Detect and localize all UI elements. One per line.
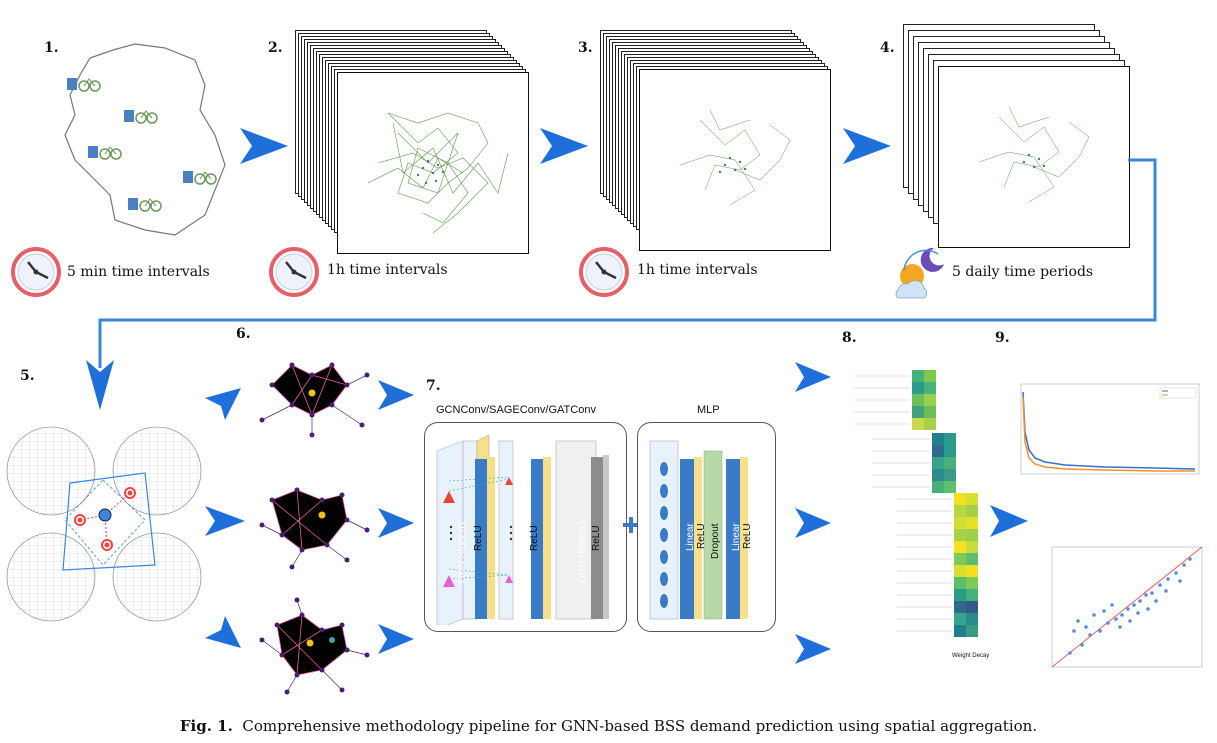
arrow-right-icon: [795, 362, 831, 392]
bike-station-icon: [124, 107, 158, 125]
arrow-right-icon: [990, 505, 1028, 537]
node-graph-3: [259, 597, 370, 695]
caption-text: Comprehensive methodology pipeline for G…: [242, 717, 1038, 735]
step-4-number: 4.: [880, 40, 895, 56]
step-2-number: 2.: [268, 40, 283, 56]
step-8-number: 8.: [842, 330, 857, 346]
arrow-right-icon: [205, 506, 245, 536]
mlp-title: MLP: [697, 404, 720, 416]
step-1-label: 5 min time intervals: [67, 264, 210, 280]
step-2-label: 1h time intervals: [327, 262, 448, 278]
node-graph-2: [259, 487, 370, 570]
bike-station-icon: [67, 75, 101, 93]
graph-stack-daily: [903, 24, 1143, 254]
gnn-hidden2-label: GNN Hidden2: [513, 520, 524, 583]
relu-label: ReLU: [742, 523, 753, 549]
bike-station-icon: [183, 168, 217, 186]
step-4-label: 5 daily time periods: [952, 264, 1094, 280]
node-graph-1: [259, 362, 370, 438]
arrow-right-icon: [205, 616, 241, 648]
relu-label: ReLU: [473, 525, 484, 551]
arrow-right-icon: [795, 634, 831, 664]
arrow-right-icon: [378, 508, 414, 538]
graph-stack-hourly: [295, 30, 535, 260]
dropout-label: Dropout: [710, 523, 721, 559]
plus-icon: [623, 517, 639, 533]
arrow-right-icon: [795, 508, 831, 538]
predicted-vs-actual-plot: [1030, 535, 1210, 685]
arrow-right-icon: [205, 388, 241, 420]
city-map: [64, 43, 226, 236]
gnn-hidden1-label: GNN Hidden1: [457, 520, 468, 583]
step-5-number: 5.: [20, 368, 35, 384]
clock-icon: [269, 247, 319, 297]
linear-label: Linear: [731, 523, 742, 551]
loss-curve-plot: [1005, 372, 1205, 487]
bike-station-icon: [88, 143, 122, 161]
heatmap-results: Weight Decay: [842, 365, 992, 665]
linear-label: Linear: [685, 523, 696, 551]
step-3-number: 3.: [578, 40, 593, 56]
arrow-right-icon: [378, 624, 414, 654]
relu-label: ReLU: [696, 523, 707, 549]
arrow-right-icon: [240, 128, 288, 164]
arrow-right-icon: [378, 380, 414, 410]
figure-caption: Fig. 1. Comprehensive methodology pipeli…: [0, 717, 1217, 735]
relu-label: ReLU: [591, 525, 602, 551]
clock-icon: [579, 247, 629, 297]
step-1-number: 1.: [44, 40, 59, 56]
gnn-block: GNN Hidden1 ReLU GNN Hidden2 ReLU GNN Hi…: [424, 422, 627, 632]
connector-line: [86, 158, 1157, 410]
step-7-number: 7.: [426, 378, 441, 394]
gnn-hidden3-label: GNN Hidden3: [577, 520, 588, 583]
spatial-aggregation-spheres: [6, 426, 202, 622]
step-3-label: 1h time intervals: [637, 262, 758, 278]
conv-title: GCNConv/SAGEConv/GATConv: [436, 404, 596, 416]
day-night-icon: [895, 247, 944, 299]
relu-label: ReLU: [529, 525, 540, 551]
mlp-block: Linear ReLU Dropout Linear ReLU: [637, 422, 776, 632]
arrow-right-icon: [540, 128, 588, 164]
step-9-number: 9.: [995, 330, 1010, 346]
graph-stack-hourly-filtered: [600, 30, 840, 260]
arrow-right-icon: [843, 128, 891, 164]
clock-icon: [11, 247, 61, 297]
caption-prefix: Fig. 1.: [179, 717, 233, 735]
step-6-number: 6.: [236, 326, 251, 342]
heatmap-xlabel: Weight Decay: [952, 653, 990, 659]
bike-station-icon: [128, 195, 162, 213]
